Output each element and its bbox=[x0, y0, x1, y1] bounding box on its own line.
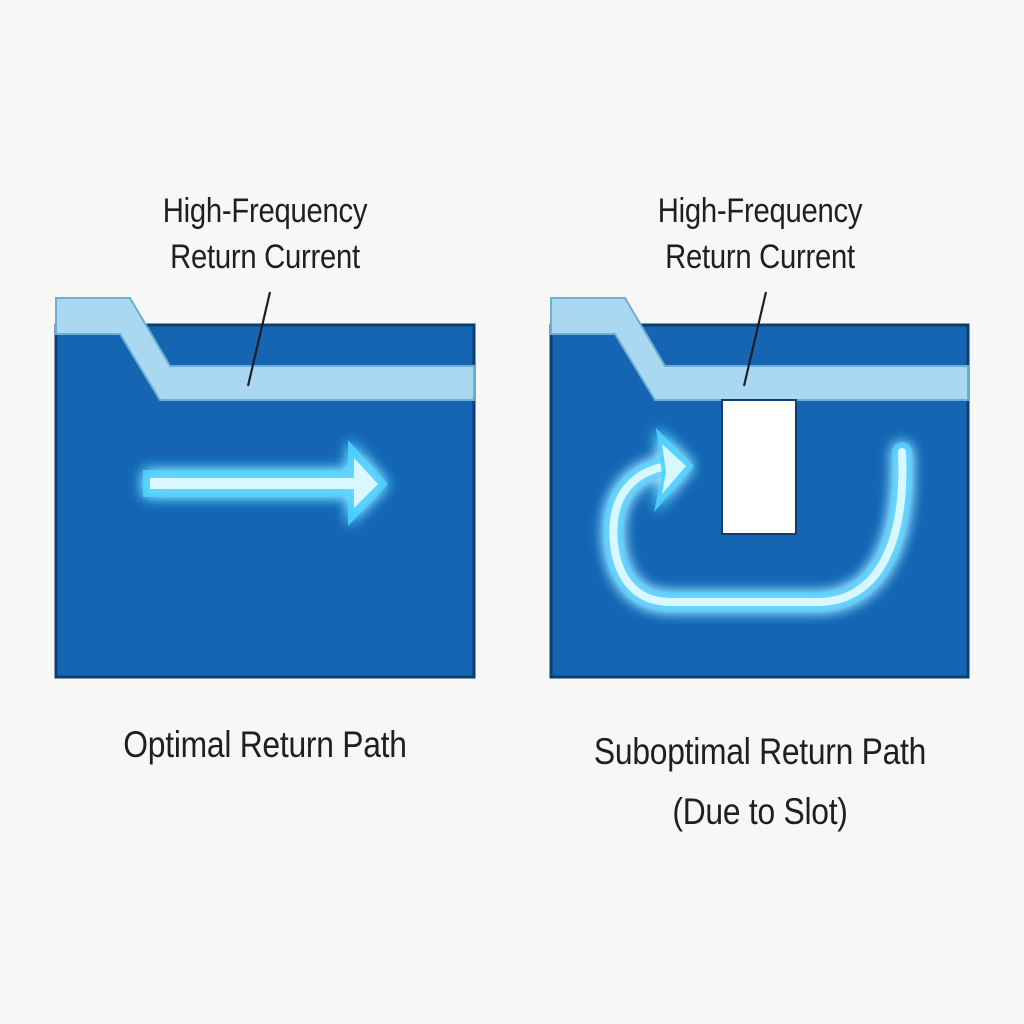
signal-trace-left bbox=[55, 297, 475, 401]
callout-leader-right bbox=[742, 291, 768, 387]
caption-suboptimal-line-1: Suboptimal Return Path bbox=[593, 731, 927, 772]
plane-slot bbox=[721, 399, 797, 535]
panel-suboptimal bbox=[549, 291, 970, 679]
current-arrow-left bbox=[143, 440, 388, 526]
caption-optimal: Optimal Return Path bbox=[106, 722, 424, 768]
caption-suboptimal: Suboptimal Return Path (Due to Slot) bbox=[588, 722, 932, 842]
panel-optimal bbox=[54, 291, 476, 679]
callout-label-right: High-Frequency Return Current bbox=[614, 188, 906, 280]
signal-trace-right bbox=[550, 297, 969, 401]
callout-left-line-1: High-Frequency bbox=[162, 192, 368, 230]
callout-label-left: High-Frequency Return Current bbox=[119, 188, 411, 280]
callout-left-line-2: Return Current bbox=[170, 238, 360, 276]
caption-optimal-line-1: Optimal Return Path bbox=[123, 724, 407, 765]
callout-leader-left bbox=[246, 291, 272, 387]
callout-right-line-2: Return Current bbox=[665, 238, 855, 276]
caption-suboptimal-line-2: (Due to Slot) bbox=[672, 791, 848, 832]
current-detour-arrow bbox=[603, 428, 913, 612]
callout-right-line-1: High-Frequency bbox=[657, 192, 863, 230]
